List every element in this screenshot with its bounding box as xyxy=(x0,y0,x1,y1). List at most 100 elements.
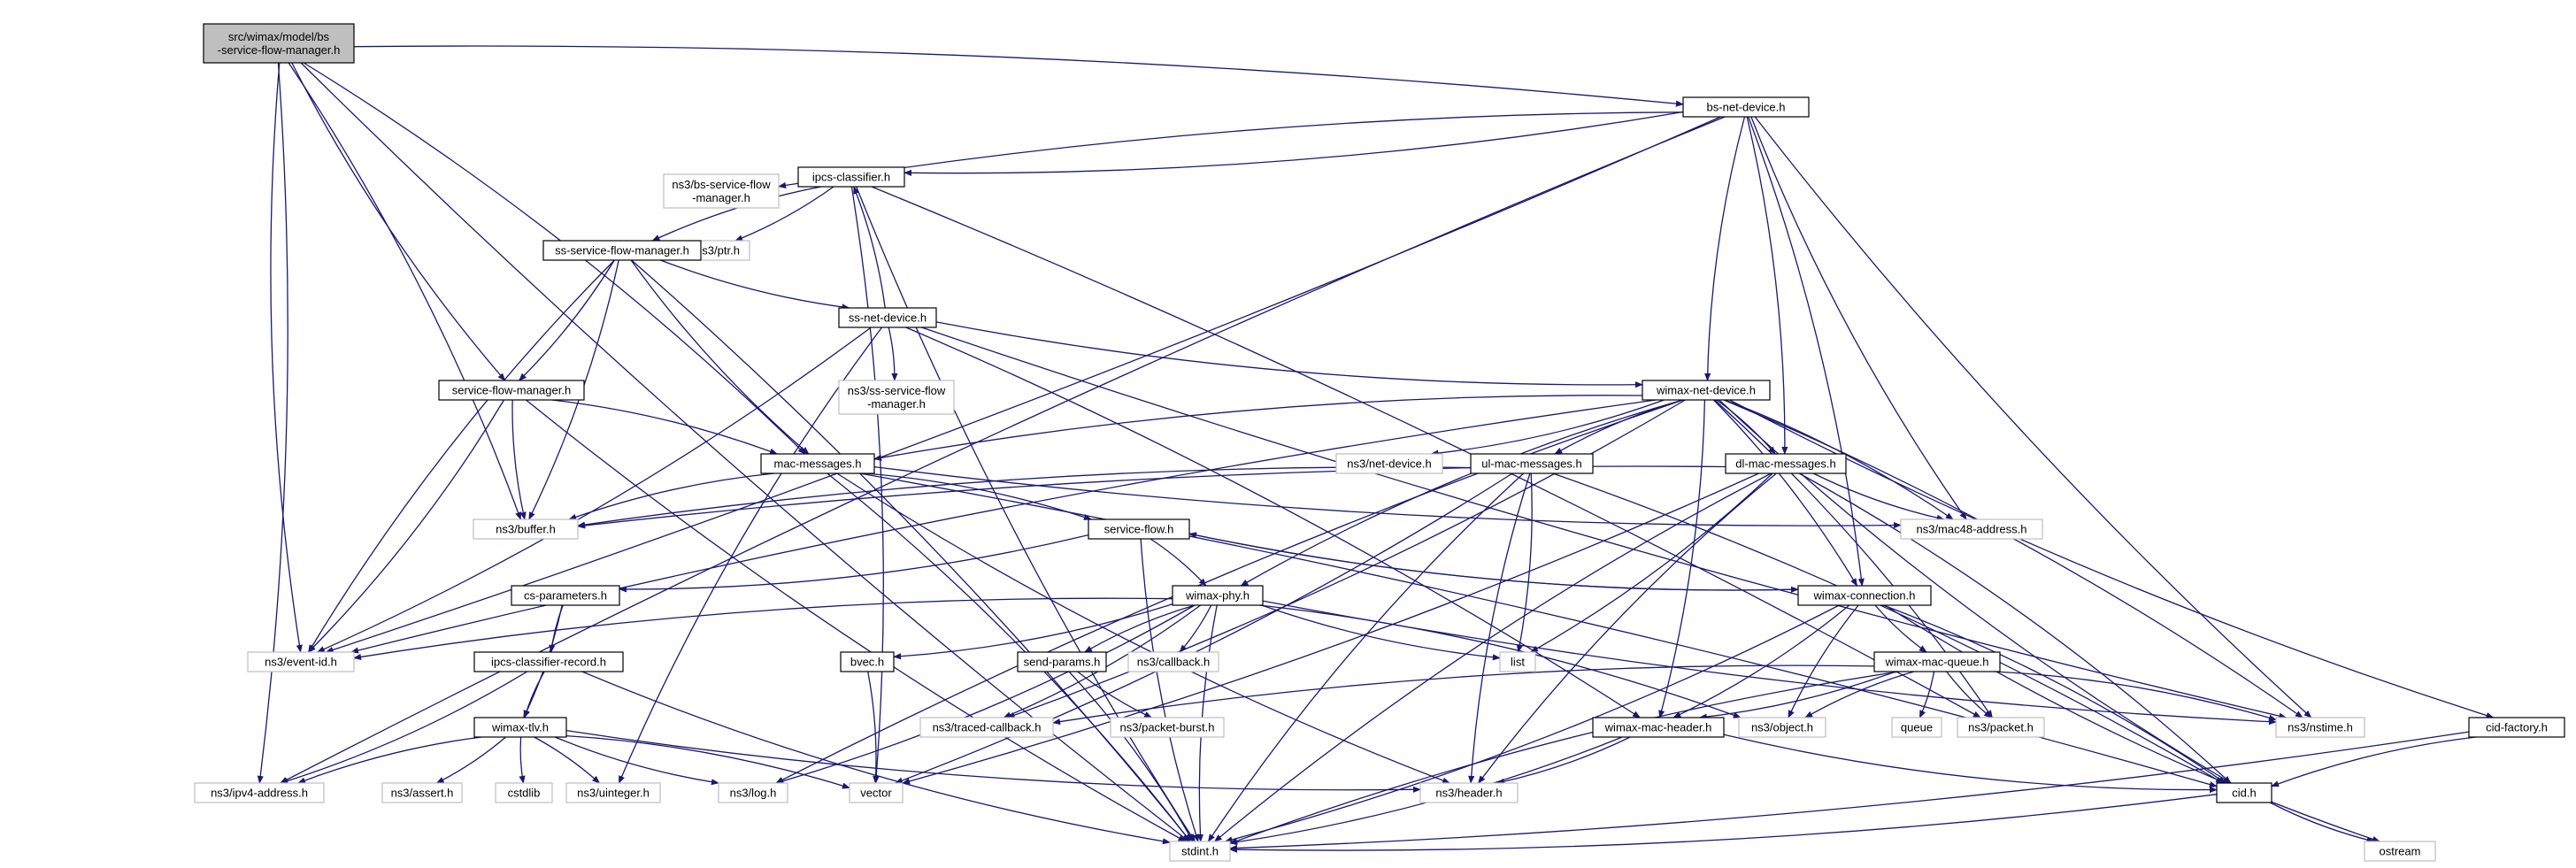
node-label-ns3-buffer: ns3/buffer.h xyxy=(496,523,556,536)
node-stdint: stdint.h xyxy=(1169,841,1231,862)
edge-wimax-phy-to-bvec xyxy=(893,603,1173,660)
node-label-ns3-object: ns3/object.h xyxy=(1751,721,1813,734)
node-dl-mac-messages[interactable]: dl-mac-messages.h xyxy=(1725,453,1847,474)
edge-wimax-mac-queue-to-stdint xyxy=(1229,671,1900,844)
node-service-flow[interactable]: service-flow.h xyxy=(1088,518,1190,540)
node-box-ul-mac-messages xyxy=(1470,453,1594,474)
node-wimax-net-device[interactable]: wimax-net-device.h xyxy=(1642,380,1771,401)
node-box-ns3-log xyxy=(718,782,788,803)
node-ns3-header: ns3/header.h xyxy=(1419,782,1519,803)
node-ns3-net-device: ns3/net-device.h xyxy=(1335,453,1443,474)
edge-send-params-to-stdint xyxy=(1068,671,1194,842)
edge-mac-messages-to-ns3-mac48-address xyxy=(873,465,1902,529)
node-box-vector xyxy=(849,782,904,803)
node-wimax-phy[interactable]: wimax-phy.h xyxy=(1172,585,1264,606)
node-box-send-params xyxy=(1017,651,1107,672)
node-wimax-mac-header[interactable]: wimax-mac-header.h xyxy=(1592,717,1725,738)
node-label-ss-service-flow-manager: ss-service-flow-manager.h xyxy=(555,244,689,257)
edge-wimax-net-device-to-wimax-mac-header xyxy=(1658,399,1706,718)
node-box-list xyxy=(1499,651,1536,672)
edge-bs-net-device-to-ns3-event-id xyxy=(325,116,1721,653)
edge-wimax-mac-queue-to-ns3-nstime xyxy=(1994,671,2277,721)
node-service-flow-manager[interactable]: service-flow-manager.h xyxy=(438,380,585,401)
node-bvec[interactable]: bvec.h xyxy=(840,651,895,672)
node-label-cstdlib: cstdlib xyxy=(508,787,541,800)
edge-wimax-connection-to-stdint xyxy=(1224,604,1840,843)
edge-mac-messages-to-stdint xyxy=(827,472,1191,842)
node-label-ss-net-device: ss-net-device.h xyxy=(849,311,927,325)
edge-service-flow-manager-to-ns3-buffer xyxy=(511,399,527,520)
node-root[interactable]: src/wimax/model/bs-service-flow-manager.… xyxy=(203,23,355,64)
node-label-ipcs-classifier: ipcs-classifier.h xyxy=(812,171,890,184)
node-ns3-mac48-address: ns3/mac48-address.h xyxy=(1900,518,2043,540)
node-ss-net-device[interactable]: ss-net-device.h xyxy=(838,307,937,328)
node-label-ns3-bs-service-flow-manager: -manager.h xyxy=(692,191,750,204)
node-label-ns3-packet-burst: ns3/packet-burst.h xyxy=(1120,721,1215,734)
node-label-ns3-header: ns3/header.h xyxy=(1435,787,1502,800)
edge-wimax-connection-to-ostream xyxy=(1884,604,2380,842)
node-ns3-packet: ns3/packet.h xyxy=(1957,717,2045,738)
node-ostream: ostream xyxy=(2364,841,2436,862)
node-label-ns3-assert: ns3/assert.h xyxy=(391,787,454,800)
edge-wimax-mac-queue-to-ns3-packet xyxy=(1946,671,1992,718)
node-box-wimax-connection xyxy=(1797,585,1932,606)
node-wimax-tlv[interactable]: wimax-tlv.h xyxy=(473,717,567,738)
edge-mac-messages-to-ns3-header xyxy=(836,472,1451,784)
edge-wimax-phy-to-ns3-event-id xyxy=(353,597,1173,660)
node-cid-factory[interactable]: cid-factory.h xyxy=(2468,717,2565,738)
edge-ss-service-flow-manager-to-service-flow-manager xyxy=(519,259,615,381)
edge-dl-mac-messages-to-ns3-mac48-address xyxy=(1812,472,1945,521)
node-ul-mac-messages[interactable]: ul-mac-messages.h xyxy=(1470,453,1594,474)
node-label-dl-mac-messages: dl-mac-messages.h xyxy=(1735,457,1835,471)
edge-wimax-net-device-to-mac-messages xyxy=(873,395,1643,461)
node-cid[interactable]: cid.h xyxy=(2216,782,2272,803)
node-label-root: -service-flow-manager.h xyxy=(218,43,341,57)
node-box-cs-parameters xyxy=(511,585,620,606)
edge-wimax-net-device-to-wimax-connection xyxy=(1713,399,1858,587)
node-box-service-flow-manager xyxy=(438,380,585,401)
node-label-ns3-packet: ns3/packet.h xyxy=(1968,721,2034,734)
edge-wimax-phy-to-list xyxy=(1261,604,1501,661)
node-ipcs-classifier-record[interactable]: ipcs-classifier-record.h xyxy=(473,651,624,672)
edge-ipcs-classifier-record-to-stdint xyxy=(581,671,1171,845)
node-send-params[interactable]: send-params.h xyxy=(1017,651,1107,672)
edge-root-to-ns3-buffer xyxy=(288,62,522,520)
node-bs-net-device[interactable]: bs-net-device.h xyxy=(1682,96,1810,118)
node-box-ns3-assert xyxy=(381,782,463,803)
node-box-ss-net-device xyxy=(838,307,937,328)
edge-bs-net-device-to-ipcs-classifier xyxy=(904,111,1684,176)
edge-ss-net-device-to-ns3-event-id xyxy=(316,326,872,653)
edge-root-to-ns3-ipv4-address xyxy=(257,62,288,784)
edge-wimax-net-device-to-ul-mac-messages xyxy=(1554,399,1684,455)
node-box-ns3-traced-callback xyxy=(919,717,1054,738)
node-label-root: src/wimax/model/bs xyxy=(228,30,330,43)
node-ss-service-flow-manager[interactable]: ss-service-flow-manager.h xyxy=(542,240,702,261)
edge-ul-mac-messages-to-vector xyxy=(895,472,1513,784)
edge-wimax-phy-to-ns3-nstime xyxy=(1262,600,2277,726)
node-label-ns3-traced-callback: ns3/traced-callback.h xyxy=(933,721,1042,734)
node-list: list xyxy=(1499,651,1536,672)
node-box-wimax-phy xyxy=(1172,585,1264,606)
edge-dl-mac-messages-to-ns3-header xyxy=(1478,472,1777,784)
node-box-ns3-net-device xyxy=(1335,453,1443,474)
node-label-ns3-ss-service-flow-manager: -manager.h xyxy=(867,397,926,411)
node-label-bvec: bvec.h xyxy=(850,656,884,669)
node-box-ns3-nstime xyxy=(2275,717,2365,738)
node-ipcs-classifier[interactable]: ipcs-classifier.h xyxy=(797,166,905,188)
node-label-ns3-log: ns3/log.h xyxy=(730,787,777,800)
node-ns3-bs-service-flow-manager: ns3/bs-service-flow-manager.h xyxy=(663,173,780,209)
edge-root-to-service-flow-manager xyxy=(291,62,506,381)
edge-wimax-net-device-to-ns3-net-device xyxy=(1430,399,1665,457)
node-mac-messages[interactable]: mac-messages.h xyxy=(760,453,875,474)
node-cs-parameters[interactable]: cs-parameters.h xyxy=(511,585,620,606)
node-box-dl-mac-messages xyxy=(1725,453,1847,474)
node-ns3-assert: ns3/assert.h xyxy=(381,782,463,803)
node-wimax-mac-queue[interactable]: wimax-mac-queue.h xyxy=(1873,651,2001,672)
node-label-ul-mac-messages: ul-mac-messages.h xyxy=(1481,457,1581,471)
node-wimax-connection[interactable]: wimax-connection.h xyxy=(1797,585,1932,606)
node-label-vector: vector xyxy=(860,787,892,800)
edge-mac-messages-to-ns3-buffer xyxy=(568,472,774,520)
edge-wimax-mac-queue-to-wimax-mac-header xyxy=(1698,671,1896,720)
node-label-send-params: send-params.h xyxy=(1024,656,1101,669)
node-label-wimax-connection: wimax-connection.h xyxy=(1813,589,1916,603)
